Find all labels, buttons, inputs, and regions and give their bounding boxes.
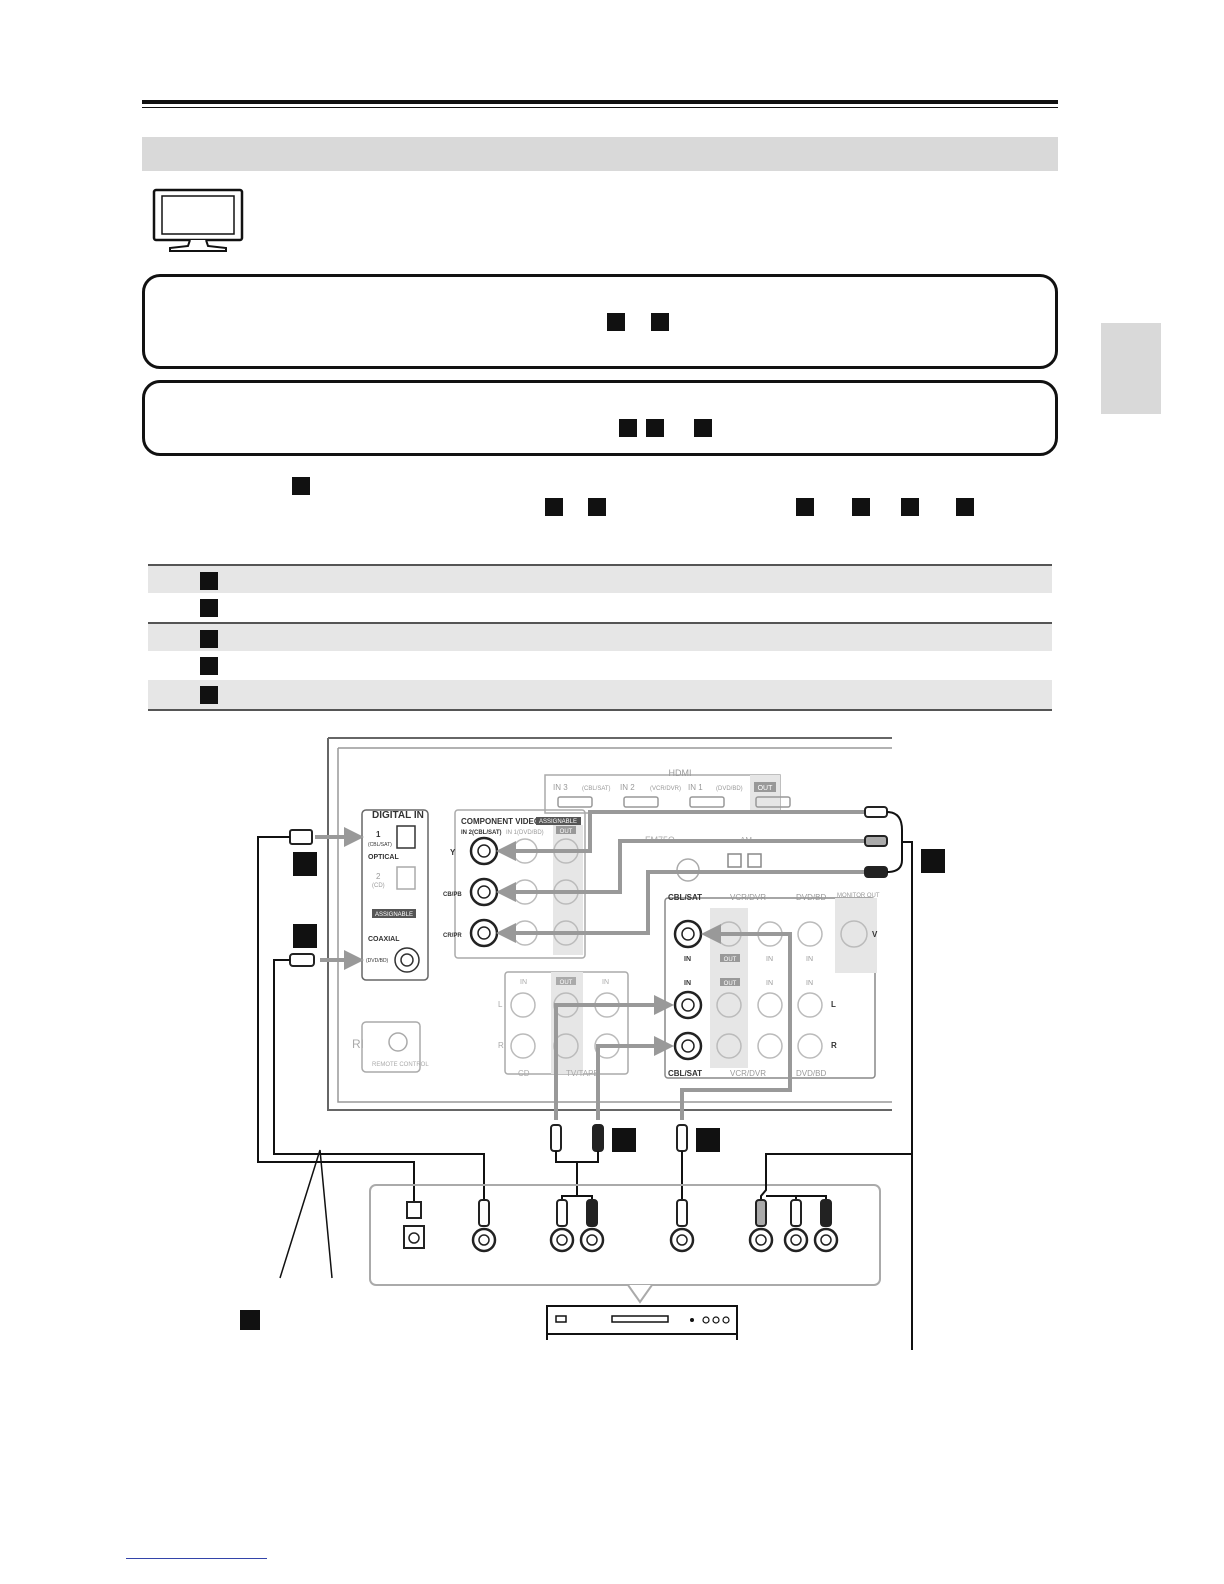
table-row [148,622,1052,651]
digital-2-label: 2 [376,872,381,881]
optical-label: OPTICAL [368,854,399,861]
tape-out-label: OUT [560,980,573,986]
cbl-sat-audio-label: CBL/SAT [668,1069,702,1078]
table-row-marker [200,599,218,617]
marker-para-c [588,498,606,516]
hdmi-label: HDMI [669,768,692,778]
cd-label: CD [518,1069,530,1078]
source-device-outputs [369,1153,913,1350]
vcr-out-label: OUT [724,957,737,963]
vcr-dvr-video-label: VCR/DVR [730,893,766,902]
l-label: L [831,1000,836,1009]
assignable-label-digital: ASSIGNABLE [375,912,413,918]
dvd-in-label: IN [806,956,813,963]
table-row [148,680,1052,709]
assignable-label-component: ASSIGNABLE [539,819,577,825]
v-label: V [872,930,878,939]
table-row-marker [200,657,218,675]
side-thumb-tab [1101,323,1161,414]
component-in1-label: IN 1(DVD/BD) [506,830,544,836]
component-in2-label: IN 2(CBL/SAT) [461,830,502,836]
av-input-panel: CBL/SAT VCR/DVR DVD/BD MONITOR OUT V IN … [664,893,880,1079]
table-row-marker [200,686,218,704]
receiver-rear-panel [327,737,892,1111]
cd-r-label: R [498,1041,504,1050]
marker-para-a [292,477,310,495]
digital-cables [257,827,485,1279]
marker-para-e [852,498,870,516]
table-row [148,593,1052,622]
dvd-bd-audio-label: DVD/BD [796,1069,826,1078]
digital-1-label: 1 [376,830,381,839]
audio-in-label: IN [684,980,691,987]
analog-av-cables [554,924,792,1120]
header-rule-thick [142,100,1058,104]
marker-box1-b [651,313,669,331]
table-row [148,564,1052,593]
vcr-audio-out-label: OUT [724,981,737,987]
component-video-panel: COMPONENT VIDEO ASSIGNABLE IN 2(CBL/SAT)… [443,809,586,959]
vcr-audio-in-label: IN [766,980,773,987]
note-box-2 [142,380,1058,456]
section-heading-bar [142,137,1058,171]
table-row [148,651,1052,680]
component-video-label: COMPONENT VIDEO [461,817,540,826]
tv-icon [152,188,244,252]
hdmi-in3-label: IN 3 [553,783,568,792]
connection-table [148,564,1052,711]
cd-in-label: IN [520,979,527,986]
table-bottom-rule [148,709,1052,711]
hdmi-out-label: OUT [758,785,774,792]
video-in-label: IN [684,956,691,963]
digital-in-label: DIGITAL IN [372,810,424,821]
diagram-connection-markers [240,849,945,1330]
dvd-audio-in-label: IN [806,980,813,987]
digital-1-sub: (CBL/SAT) [368,842,392,848]
hdmi-in2-sub: (VCR/DVR) [650,786,681,792]
tape-in-label: IN [602,979,609,986]
remote-control-label: REMOTE CONTROL [372,1062,429,1068]
vcr-in-label: IN [766,956,773,963]
dvd-bd-video-label: DVD/BD [796,893,826,902]
tv-tape-label: TV/TAPE [566,1069,599,1078]
marker-para-f [901,498,919,516]
digital-2-sub: (CD) [372,883,385,889]
coaxial-sub: (DVD/BD) [366,958,389,964]
remote-control-panel: RI REMOTE CONTROL [352,1021,429,1073]
component-out-label: OUT [560,829,573,835]
hdmi-panel: HDMI IN 3 (CBL/SAT) IN 2 (VCR/DVR) IN 1 … [544,768,791,814]
cd-tape-panel: IN OUT IN L R CD TV/TAPE [498,971,629,1078]
marker-para-g [956,498,974,516]
cd-l-label: L [498,1000,503,1009]
marker-box2-b [646,419,664,437]
marker-box2-c [694,419,712,437]
hdmi-in1-sub: (DVD/BD) [716,786,743,792]
component-cb-label: CB/PB [443,892,462,898]
marker-para-d [796,498,814,516]
digital-in-panel: DIGITAL IN 1 (CBL/SAT) OPTICAL 2 (CD) AS… [361,809,429,981]
note-box-1 [142,274,1058,369]
blu-ray-player-icon [546,1305,738,1340]
monitor-out-label: MONITOR OUT [837,893,880,899]
table-row-marker [200,630,218,648]
connection-diagram: HDMI IN 3 (CBL/SAT) IN 2 (VCR/DVR) IN 1 … [240,737,945,1350]
hdmi-in1-label: IN 1 [688,783,703,792]
ri-label: RI [352,1037,364,1051]
hdmi-in2-label: IN 2 [620,783,635,792]
marker-box1-a [607,313,625,331]
component-y-label: Y [450,848,456,857]
footer-link-underline[interactable] [126,1558,267,1559]
table-row-marker [200,572,218,590]
component-video-cables [496,810,865,943]
coaxial-label: COAXIAL [368,936,400,943]
marker-para-b [545,498,563,516]
cbl-sat-video-label: CBL/SAT [668,893,702,902]
r-label: R [831,1041,837,1050]
header-rule-thin [142,107,1058,108]
marker-box2-a [619,419,637,437]
component-cr-label: CR/PR [443,933,462,939]
hdmi-in3-sub: (CBL/SAT) [582,786,611,792]
vcr-dvr-audio-label: VCR/DVR [730,1069,766,1078]
